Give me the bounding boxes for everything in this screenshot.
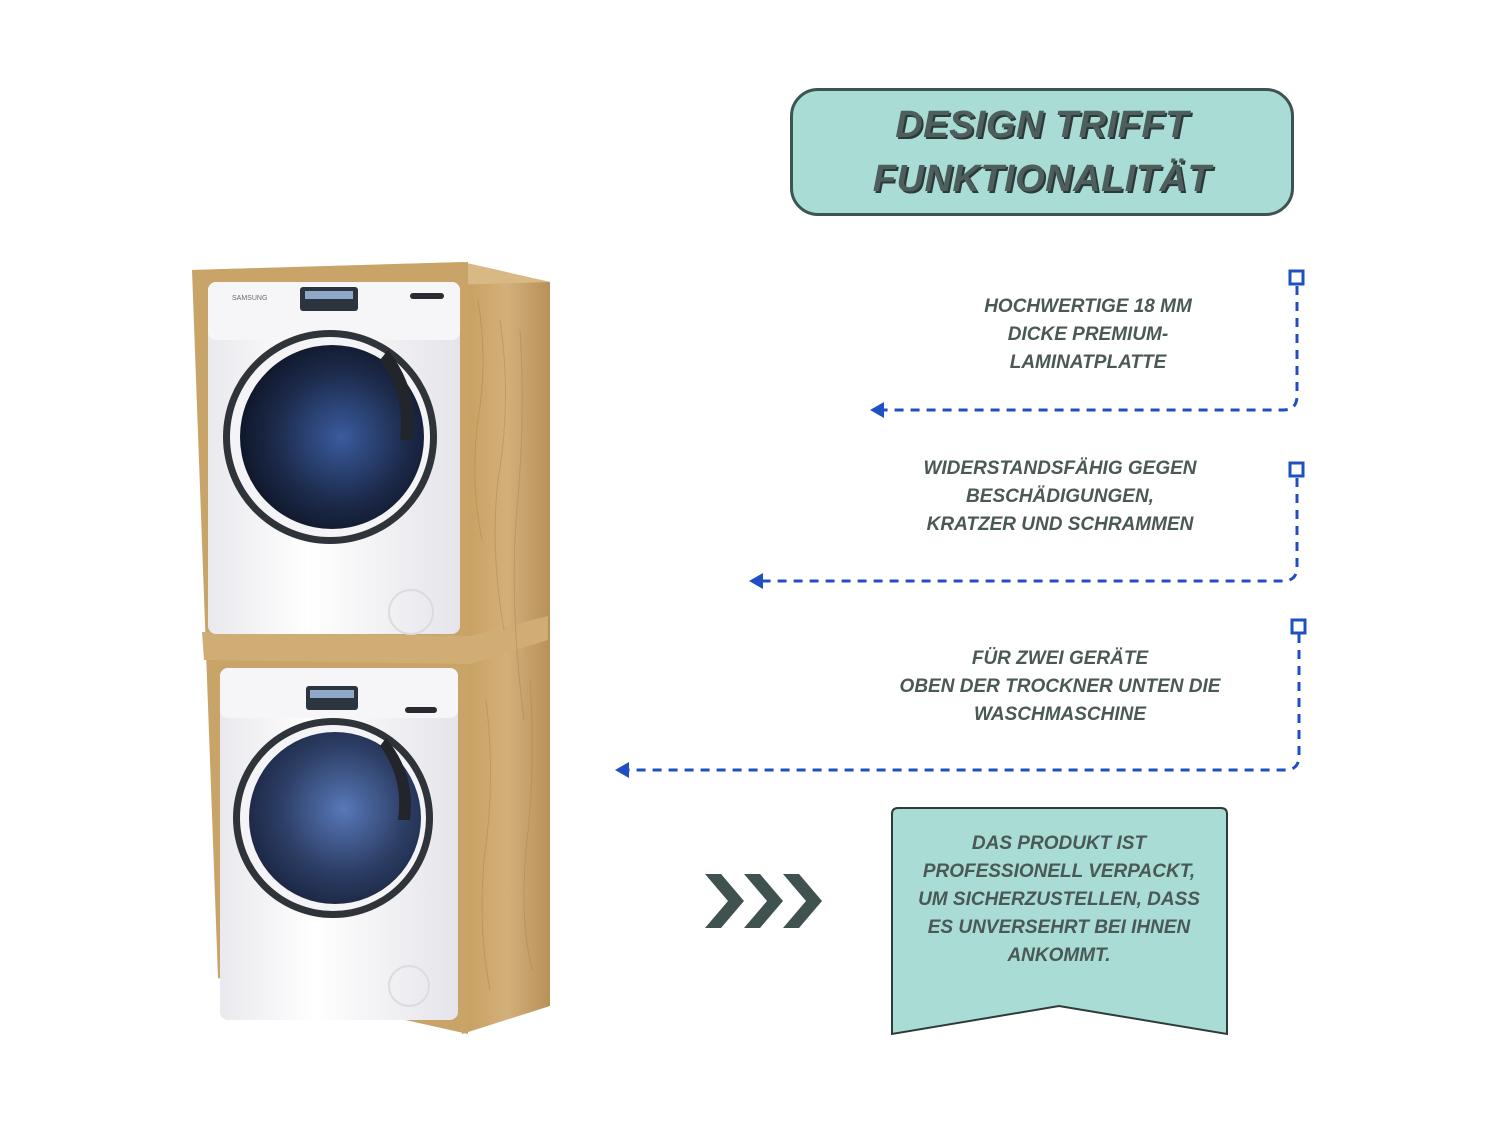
leader-3-end-square — [1290, 618, 1307, 635]
packaging-line-5: ANKOMMT. — [1007, 945, 1111, 966]
feature-resistance-line-1: WIDERSTANDSFÄHIG GEGEN — [923, 458, 1197, 479]
feature-two-devices-line-2: OBEN DER TROCKNER UNTEN DIE — [899, 676, 1221, 697]
packaging-line-2: PROFESSIONELL VERPACKT, — [922, 861, 1196, 882]
packaging-banner — [891, 807, 1228, 1036]
packaging-line-4: ES UNVERSEHRT BEI IHNEN — [927, 917, 1191, 938]
triple-chevron-icon — [705, 874, 822, 928]
arrowhead-3-icon — [615, 762, 629, 778]
packaging-text: DAS PRODUKT IST PROFESSIONELL VERPACKT, … — [892, 830, 1226, 970]
feature-material-line-1: HOCHWERTIGE 18 MM — [984, 296, 1192, 317]
feature-material: HOCHWERTIGE 18 MM DICKE PREMIUM- LAMINAT… — [958, 293, 1218, 377]
packaging-line-3: UM SICHERZUSTELLEN, DASS — [918, 889, 1200, 910]
arrowhead-1-icon — [870, 402, 884, 418]
leader-line-1 — [882, 286, 1299, 412]
leader-line-2 — [762, 478, 1299, 583]
headline-box: DESIGN TRIFFT FUNKTIONALITÄT — [790, 88, 1294, 216]
headline-line-1: DESIGN TRIFFT — [895, 104, 1189, 146]
feature-resistance: WIDERSTANDSFÄHIG GEGEN BESCHÄDIGUNGEN, K… — [900, 455, 1220, 539]
feature-resistance-line-3: KRATZER UND SCHRAMMEN — [926, 514, 1194, 535]
feature-material-line-2: DICKE PREMIUM- — [1007, 324, 1169, 345]
leader-1-end-square — [1288, 269, 1305, 286]
feature-two-devices-line-3: WASCHMASCHINE — [973, 704, 1147, 725]
leader-line-3 — [628, 634, 1301, 772]
feature-two-devices: FÜR ZWEI GERÄTE OBEN DER TROCKNER UNTEN … — [880, 645, 1240, 729]
brand-label-top: SAMSUNG — [232, 295, 267, 302]
leader-lines — [628, 286, 1301, 772]
feature-two-devices-line-1: FÜR ZWEI GERÄTE — [971, 648, 1149, 669]
headline-line-2: FUNKTIONALITÄT — [872, 158, 1212, 200]
feature-material-line-3: LAMINATPLATTE — [1009, 352, 1167, 373]
feature-resistance-line-2: BESCHÄDIGUNGEN, — [966, 486, 1154, 507]
washing-machine-icon — [220, 668, 458, 1020]
packaging-line-1: DAS PRODUKT IST — [971, 833, 1147, 854]
leader-2-end-square — [1288, 461, 1305, 478]
arrowhead-2-icon — [749, 573, 763, 589]
dryer-icon: SAMSUNG — [208, 282, 460, 635]
cabinet-shelf — [202, 616, 548, 664]
